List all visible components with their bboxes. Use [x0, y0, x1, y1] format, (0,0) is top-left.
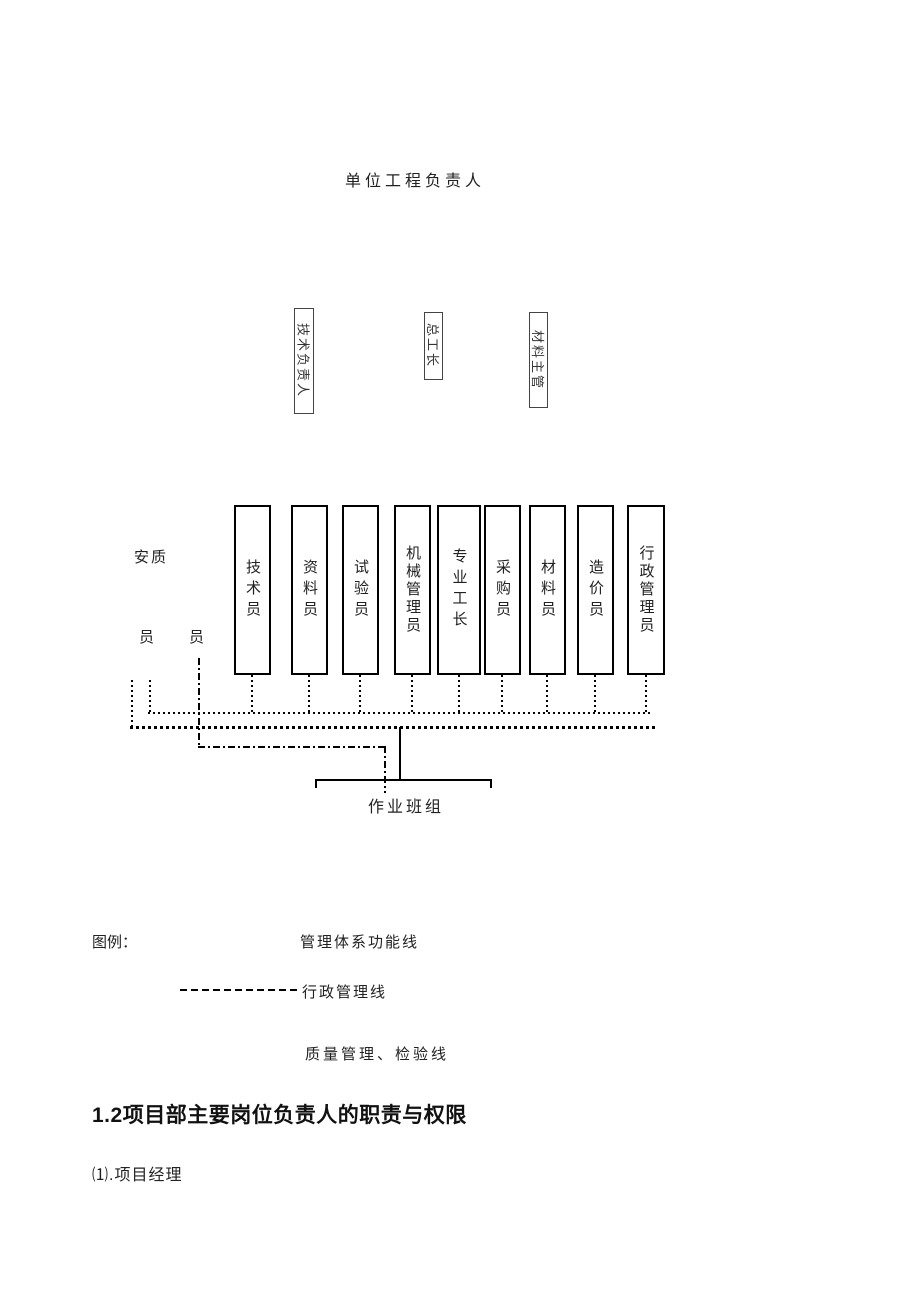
staff-box-purchaser-label: 采购员	[494, 558, 511, 622]
mid-box-technical-leader-label: 技术负责人	[295, 323, 311, 399]
connector-drop-3	[359, 675, 361, 713]
mid-box-material-supervisor: 材料主管	[529, 312, 548, 408]
left-label-yuan-2: 员	[189, 629, 205, 646]
mid-box-technical-leader: 技术负责人	[294, 308, 314, 414]
work-team-stem-line	[399, 727, 401, 780]
work-team-bracket-line	[315, 779, 492, 781]
connector-drop-6	[501, 675, 503, 713]
admin-line-vertical-right	[384, 746, 386, 793]
staff-box-cost-estimator-label: 造价员	[587, 558, 604, 622]
section-heading: 1.2项目部主要岗位负责人的职责与权限	[92, 1104, 467, 1127]
staff-box-purchaser: 采购员	[484, 505, 521, 675]
work-team-label: 作业班组	[368, 799, 445, 816]
function-bus-line-upper	[148, 712, 653, 714]
connector-drop-left-2	[149, 680, 151, 713]
mid-box-material-supervisor-label: 材料主管	[530, 329, 545, 390]
admin-line-horizontal	[198, 746, 386, 748]
connector-drop-left-1	[131, 680, 133, 727]
legend-admin-line-sample	[180, 989, 301, 991]
connector-drop-5	[458, 675, 460, 713]
staff-box-cost-estimator: 造价员	[577, 505, 614, 675]
legend-item-function-line: 管理体系功能线	[300, 934, 420, 951]
connector-drop-1	[251, 675, 253, 713]
staff-box-material-clerk-label: 材料员	[539, 558, 556, 622]
connector-drop-7	[546, 675, 548, 713]
staff-box-material-clerk: 材料员	[529, 505, 566, 675]
connector-drop-2	[308, 675, 310, 713]
paragraph-item-project-manager: ⑴.项目经理	[92, 1167, 183, 1184]
left-label-anzhi: 安质	[134, 549, 169, 566]
staff-box-documentation-clerk: 资料员	[291, 505, 328, 675]
mid-box-chief-foreman-label: 总工长	[425, 323, 440, 369]
admin-line-vertical-left	[198, 658, 200, 748]
left-label-yuan-1: 员	[139, 629, 155, 646]
legend-item-admin-line: 行政管理线	[302, 984, 388, 1001]
function-bus-line-lower	[130, 726, 655, 729]
staff-box-professional-foreman-label: 专业工长	[450, 548, 468, 632]
staff-box-professional-foreman: 专业工长	[437, 505, 481, 675]
staff-box-machinery-admin: 机械管理员	[394, 505, 431, 675]
work-team-bracket-tick-left	[315, 779, 317, 788]
staff-box-admin-manager: 行政管理员	[627, 505, 665, 675]
mid-box-chief-foreman: 总工长	[424, 312, 443, 380]
staff-box-test-clerk: 试验员	[342, 505, 379, 675]
staff-box-admin-manager-label: 行政管理员	[637, 545, 655, 635]
org-chart-top-title: 单位工程负责人	[345, 173, 486, 190]
legend-item-quality-line: 质量管理、检验线	[305, 1046, 450, 1063]
staff-box-technician: 技术员	[234, 505, 271, 675]
connector-drop-9	[645, 675, 647, 713]
connector-drop-8	[594, 675, 596, 713]
staff-box-test-clerk-label: 试验员	[352, 558, 369, 622]
staff-box-technician-label: 技术员	[244, 558, 261, 622]
staff-box-machinery-admin-label: 机械管理员	[404, 545, 421, 635]
legend-title: 图例：	[92, 934, 138, 951]
connector-drop-4	[411, 675, 413, 713]
staff-box-documentation-clerk-label: 资料员	[301, 558, 318, 622]
work-team-bracket-tick-right	[490, 779, 492, 788]
